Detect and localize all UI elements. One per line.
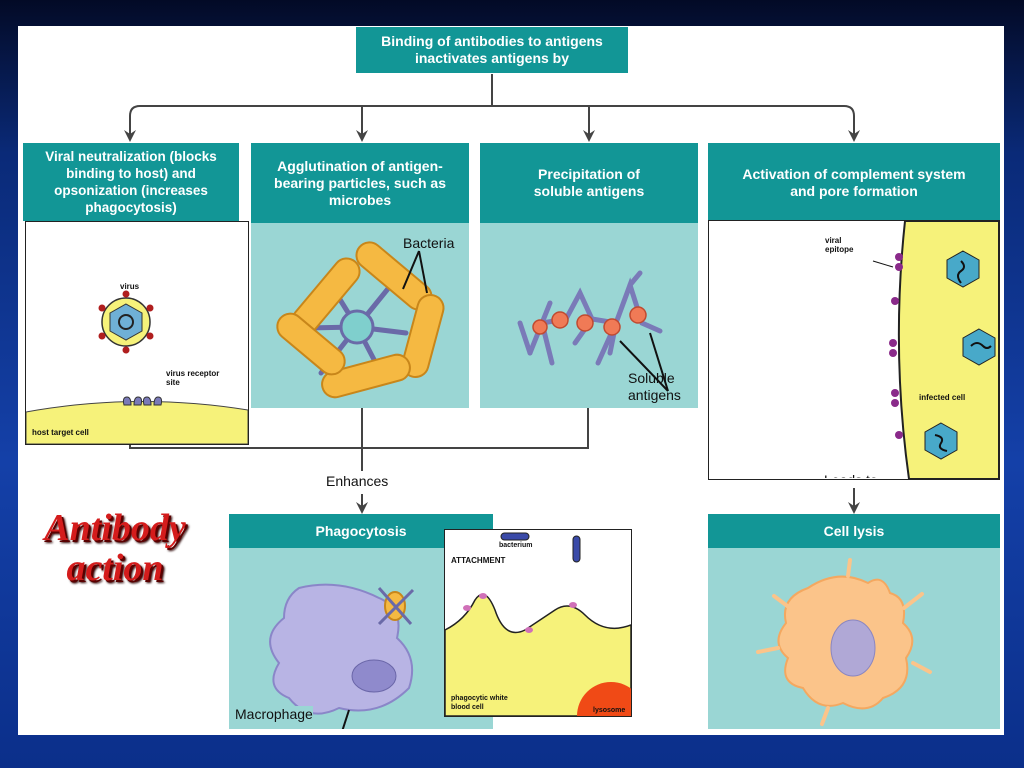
slide-canvas: Binding of antibodies to antigens inacti… <box>18 26 1004 742</box>
macrophage-label: Macrophage <box>235 706 313 722</box>
complement-inset: viral epitope infected cell <box>708 220 1000 480</box>
viral-inset: virus virus receptor site host target ce… <box>25 221 249 445</box>
enhances-label: Enhances <box>326 473 389 489</box>
agglutination-panel: Bacteria <box>251 223 469 408</box>
precipitation-panel: Soluble antigens <box>480 223 698 408</box>
agglutination-illustration <box>276 241 445 399</box>
attachment-label: ATTACHMENT <box>451 556 506 565</box>
cell-lysis-panel <box>708 548 1000 729</box>
host-target-cell-label: host target cell <box>32 428 89 437</box>
phagocytic-wbc-label: phagocytic white blood cell <box>451 695 508 711</box>
cell-lysis-title: Cell lysis <box>708 514 1000 548</box>
branch-precipitation-title: Precipitation of soluble antigens <box>480 143 698 223</box>
virus-label: virus <box>120 282 140 291</box>
viral-epitope-label: viral epitope <box>825 236 854 254</box>
viral-illustration <box>26 290 248 444</box>
complement-illustration <box>872 221 999 479</box>
macrophage-illustration <box>269 583 415 742</box>
top-box: Binding of antibodies to antigens inacti… <box>356 27 628 73</box>
precipitation-illustration <box>517 270 669 392</box>
branch-agglutination-title: Agglutination of antigen-bearing particl… <box>251 143 469 223</box>
branch-viral-title: Viral neutralization (blocks binding to … <box>23 143 239 221</box>
lysed-cell-illustration <box>756 558 932 726</box>
virus-receptor-site-label: virus receptor site <box>166 369 220 387</box>
attachment-inset: bacterium ATTACHMENT phagocytic white bl… <box>444 529 632 717</box>
attachment-illustration <box>445 532 631 716</box>
lysosome-label: lysosome <box>593 707 626 714</box>
bacterium-label: bacterium <box>499 542 533 549</box>
bacteria-label: Bacteria <box>403 235 455 251</box>
leads-to-label: Leads to <box>824 466 878 478</box>
branch-complement-title: Activation of complement system and pore… <box>708 143 1000 223</box>
soluble-antigens-label: Soluble antigens <box>628 370 681 403</box>
infected-cell-label: infected cell <box>919 393 966 402</box>
slide-title: Antibody action <box>44 507 186 589</box>
